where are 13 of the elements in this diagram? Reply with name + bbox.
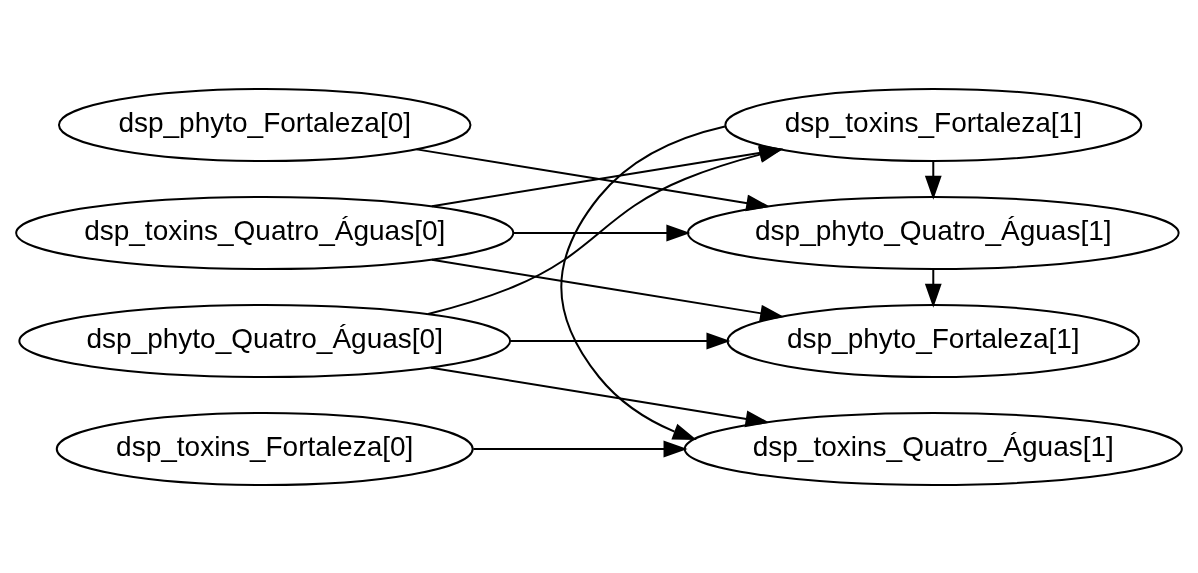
arrow (560, 125, 726, 440)
node-ellipse: dsp_phyto_Fortaleza[0] (57, 87, 472, 162)
arrow (509, 332, 731, 349)
node-ellipse: dsp_toxins_Quatro_Águas[0] (15, 195, 515, 270)
arrow (924, 159, 942, 200)
arrow (430, 366, 770, 427)
arrow (430, 258, 785, 322)
arrow (472, 440, 688, 457)
arrow (415, 147, 771, 211)
node-ellipse: dsp_phyto_Quatro_Águas[0] (18, 303, 512, 378)
node-ellipse: dsp_toxins_Fortaleza[0] (55, 411, 474, 486)
arrow (512, 224, 691, 241)
arrow (924, 267, 942, 308)
